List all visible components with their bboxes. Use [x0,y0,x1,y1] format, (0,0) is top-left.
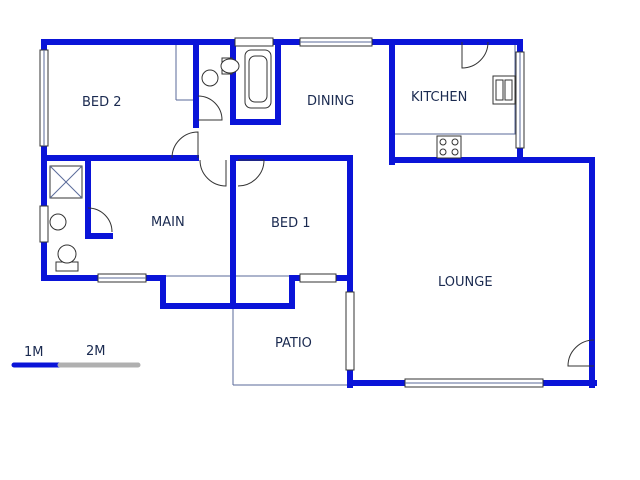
scale-label-2m: 2M [86,344,106,359]
room-labels: BED 2 DINING KITCHEN MAIN BED 1 LOUNGE P… [82,90,493,351]
windows [39,37,544,388]
room-label-main: MAIN [151,215,185,230]
door-kitchen [461,41,489,69]
room-label-patio: PATIO [275,336,312,351]
door-ensuite [87,207,113,233]
sliding-door-patio [345,291,355,371]
door-main [199,159,227,187]
room-label-kitchen: KITCHEN [411,90,467,105]
door-lounge [567,339,595,367]
toilet-bowl [220,58,240,74]
scale-label-1m: 1M [24,345,44,360]
stove [436,135,462,159]
ensuite-basin [49,213,67,231]
room-label-bed2: BED 2 [82,95,122,110]
room-label-dining: DINING [307,94,354,109]
basin [201,69,219,87]
window-left-bath [39,205,49,243]
door-bathroom [197,95,223,121]
window-top-bath [234,37,274,47]
fixtures [49,49,516,272]
doors [87,41,595,367]
ensuite-toilet-bowl [57,244,77,264]
room-label-bed1: BED 1 [271,216,311,231]
window-bottom-bed1 [299,273,337,283]
door-bed2 [171,131,199,159]
room-label-lounge: LOUNGE [438,275,493,290]
scale-bar: 1M 2M [11,344,141,368]
door-bed1 [237,159,265,187]
